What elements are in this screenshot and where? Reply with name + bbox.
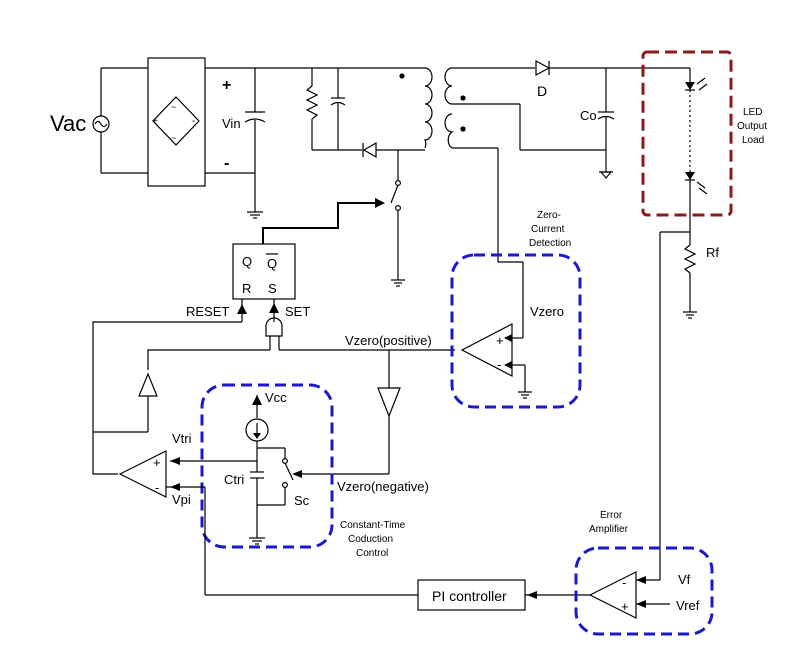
ea-dashed-box	[574, 546, 714, 636]
pi-controller-label: PI controller	[432, 588, 507, 604]
main-switch	[390, 150, 405, 287]
vzero-positive-label: Vzero(positive)	[345, 333, 432, 348]
rcd-snubber	[305, 68, 425, 159]
ctc-dashed-box	[200, 383, 334, 549]
vf-label: Vf	[678, 572, 691, 587]
ea-plus: +	[621, 599, 629, 614]
bridge-ac-top: ~	[171, 102, 176, 112]
zcd-plus: +	[496, 333, 504, 348]
vpi-label: Vpi	[172, 492, 191, 507]
bridge-minus: -	[192, 116, 195, 127]
inverter-triangle-right	[377, 350, 401, 418]
d-label: D	[537, 83, 547, 99]
zcd-dashed-box	[450, 253, 582, 409]
ea-minus: -	[622, 575, 626, 590]
zcd-label-1: Zero-	[537, 210, 561, 221]
and-gate	[147, 299, 455, 370]
vtri-label: Vtri	[172, 431, 192, 446]
vin-label: Vin	[222, 116, 241, 131]
led-load-dashed-box	[641, 50, 733, 217]
output-rectifier: D Co	[520, 59, 690, 179]
vin-minus-label: -	[224, 155, 229, 172]
led-load: LED Output Load	[685, 68, 767, 235]
ctc-label-1: Constant-Time	[340, 520, 406, 531]
sc-label: Sc	[294, 493, 310, 508]
reset-label: RESET	[186, 304, 229, 319]
led-label-3: Load	[742, 135, 764, 146]
led-label-2: Output	[737, 121, 767, 132]
ea-label-2: Amplifier	[589, 524, 629, 535]
ctc-label-3: Control	[356, 548, 388, 559]
zcd-minus: -	[497, 357, 501, 372]
vin-bus: + - Vin	[222, 68, 266, 219]
co-label: Co	[580, 108, 597, 123]
bridge-ac-bottom: ~	[171, 133, 176, 143]
vref-label: Vref	[676, 598, 700, 613]
pwm-minus: -	[155, 480, 159, 495]
vac-label: Vac	[50, 111, 86, 136]
zcd-label-3: Detection	[529, 238, 571, 249]
ctc-label-2: Coduction	[348, 534, 393, 545]
ea-label-1: Error	[600, 510, 623, 521]
transformer	[399, 67, 535, 262]
ac-source: Vac	[50, 67, 148, 174]
ctri-label: Ctri	[224, 472, 244, 487]
vin-plus-label: +	[222, 77, 231, 94]
vcc-label: Vcc	[265, 390, 287, 405]
vzero-negative-label: Vzero(negative)	[337, 479, 429, 494]
pwm-comparator: + -	[93, 431, 418, 596]
ff-q: Q	[242, 254, 252, 269]
error-amplifier: - + Vf Vref Error Amplifier	[588, 510, 700, 619]
ff-s: S	[268, 281, 277, 296]
zcd-label-2: Current	[531, 224, 565, 235]
buffer-triangle-left	[138, 372, 158, 432]
sr-flip-flop: Q Q R S	[232, 198, 385, 300]
ff-qbar: Q	[267, 256, 277, 271]
ctc-circuit: Vcc Ctri Sc Vzero(negative) Vtri Vpi Con…	[170, 390, 429, 559]
pi-controller-block: PI controller	[417, 579, 590, 611]
pwm-plus: +	[153, 455, 161, 470]
sense-resistor: Rf	[659, 231, 719, 580]
led-label-1: LED	[743, 107, 762, 118]
ff-r: R	[242, 281, 251, 296]
zcd-comparator: + - Vzero Zero- Current Detection	[460, 210, 571, 399]
rf-label: Rf	[706, 245, 719, 260]
bridge-plus: +	[152, 116, 158, 127]
vzero-label: Vzero	[530, 304, 564, 319]
bridge-rectifier: + - ~ ~	[147, 57, 405, 187]
set-label: SET	[285, 304, 310, 319]
